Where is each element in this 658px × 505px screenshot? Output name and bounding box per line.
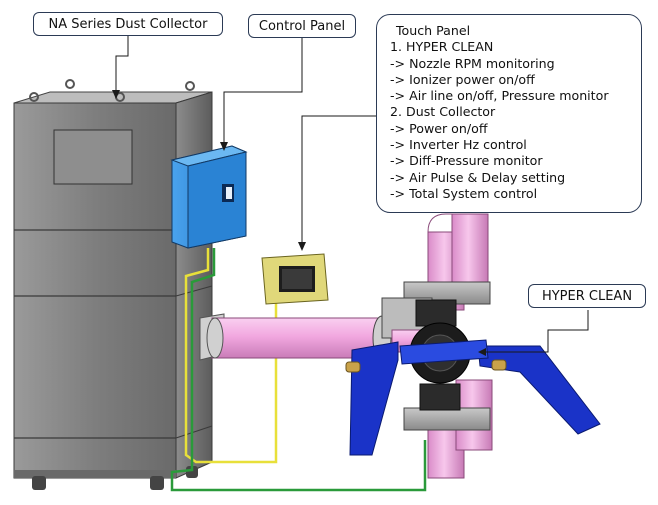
hyper-clean-unit [345,213,601,479]
green-cable [170,248,427,492]
touch-panel-line: -> Total System control [390,185,538,201]
touch-panel-line: -> Power on/off [390,120,488,136]
touch-panel-callout: Touch Panel 1. HYPER CLEAN -> Nozzle RPM… [376,14,642,213]
yellow-cable [184,248,278,464]
touch-panel-line: -> Ionizer power on/off [390,71,535,87]
control-panel-box [170,145,248,249]
dust-collector-cabinet [13,79,225,490]
touch-panel-line: -> Air Pulse & Delay setting [390,169,566,185]
touch-panel-line: -> Inverter Hz control [390,137,527,153]
caster-wheels [32,466,198,490]
touch-panel-line: 2. Dust Collector [390,104,496,120]
touch-panel-line: 1. HYPER CLEAN [390,39,494,55]
touch-panel-line: -> Air line on/off, Pressure monitor [390,88,609,104]
dust-collector-label: NA Series Dust Collector [33,12,223,36]
touch-panel-line: -> Nozzle RPM monitoring [390,55,555,71]
hyper-clean-label: HYPER CLEAN [528,284,646,308]
arrowheads [112,90,486,356]
touch-panel-title: Touch Panel [396,23,471,38]
control-panel-label: Control Panel [248,14,356,38]
touch-panel-line: -> Diff-Pressure monitor [390,153,543,169]
touch-panel-device [261,253,329,305]
